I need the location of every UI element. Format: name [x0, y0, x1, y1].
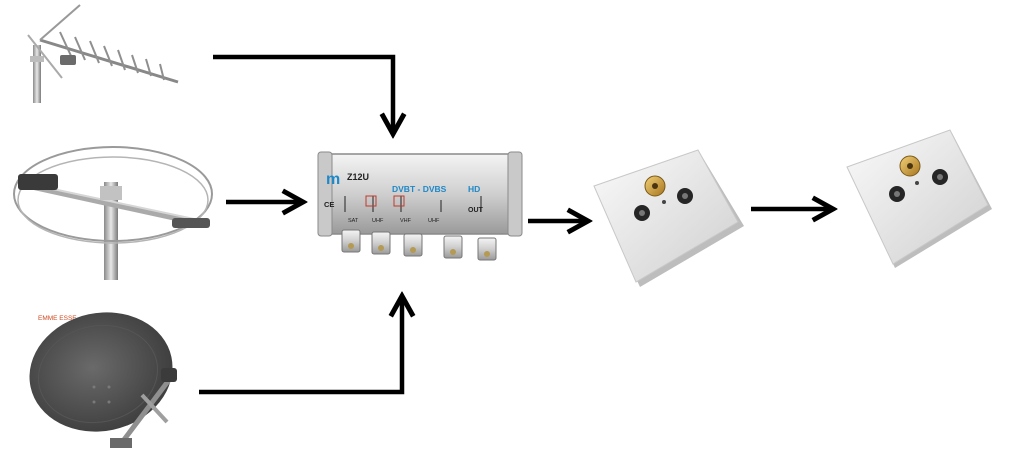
mux-model: Z12U — [347, 172, 369, 182]
mux-hd-badge: HD — [468, 184, 480, 194]
mux-port-label-1: SAT — [348, 218, 359, 224]
mux-port-label-5: OUT — [468, 207, 484, 214]
dish-brand-label: EMME ESSE — [38, 315, 77, 322]
yagi-uhf-antenna-icon — [27, 4, 179, 103]
mux-title: DVBT - DVBS — [392, 184, 447, 194]
dvbt-dvbs-multiplexer-icon: m Z12U DVBT - DVBS HD CE SAT UHF VHF UHF… — [317, 151, 523, 261]
tv-sat-wall-outlet-icon — [593, 149, 744, 287]
satellite-dish-icon: EMME ESSE — [29, 312, 177, 448]
arrow-down-icon — [213, 54, 393, 134]
mux-port-label-2: UHF — [372, 218, 384, 224]
mux-logo: m — [326, 171, 340, 188]
mux-port-label-3: VHF — [400, 218, 412, 224]
tv-sat-wall-outlet-icon — [846, 129, 992, 268]
mux-port-label-4: UHF — [428, 218, 440, 224]
mux-ce-mark: CE — [324, 200, 334, 209]
circular-vhf-antenna-icon — [13, 146, 213, 280]
arrow-up-icon — [199, 296, 402, 395]
